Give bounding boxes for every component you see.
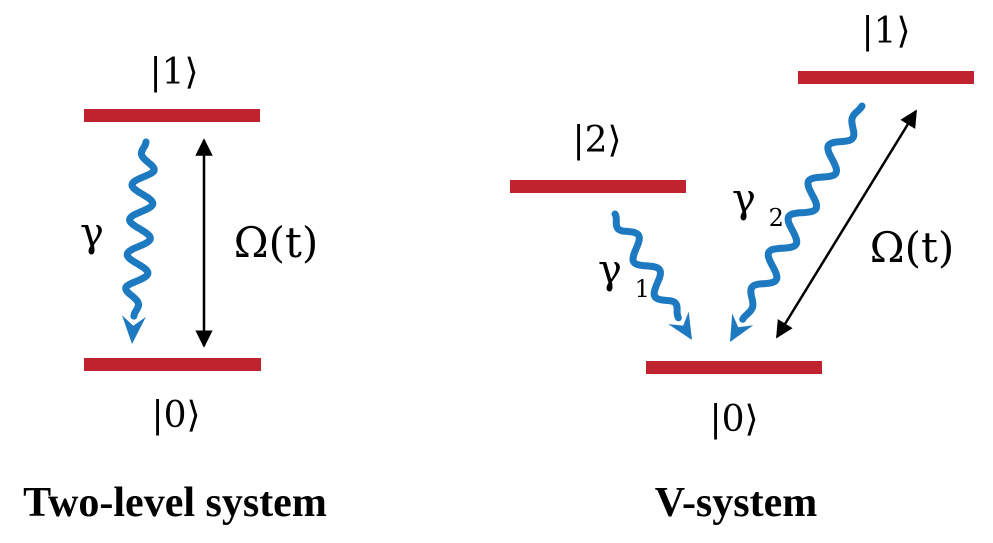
- level-1-bar: [798, 71, 974, 84]
- decay-1-wavy-arrow: [611, 210, 682, 322]
- decay-rate-1-symbol: γ: [598, 247, 622, 293]
- rabi-frequency-label: Ω(t): [234, 218, 318, 267]
- v-system: |1⟩ |2⟩ γ 1 γ 2 Ω(t) |0⟩ V-system: [510, 11, 974, 526]
- decay-2-arrowhead: [730, 313, 754, 342]
- ket-1-label: |1⟩: [861, 11, 910, 52]
- ket-0-label: |0⟩: [151, 395, 200, 436]
- decay-wavy-arrow: [122, 138, 158, 320]
- decay-rate-1-label: γ 1: [598, 247, 650, 303]
- rabi-frequency-label: Ω(t): [870, 223, 954, 272]
- rabi-drive-arrow: [775, 109, 918, 339]
- two-level-caption: Two-level system: [23, 480, 327, 526]
- decay-rate-2-subscript: 2: [769, 204, 784, 232]
- ground-level-bar: [84, 358, 261, 371]
- two-level-system: |1⟩ γ Ω(t) |0⟩ Two-level system: [23, 52, 327, 526]
- level-2-bar: [510, 180, 686, 193]
- decay-rate-2-symbol: γ: [732, 176, 756, 222]
- decay-1-arrowhead: [668, 311, 692, 340]
- ket-1-label: |1⟩: [149, 52, 198, 93]
- decay-rate-label: γ: [80, 210, 104, 256]
- level-0-bar: [646, 361, 822, 374]
- decay-rate-2-label: γ 2: [732, 176, 784, 232]
- excited-level-bar: [84, 109, 260, 122]
- ket-2-label: |2⟩: [572, 120, 621, 161]
- v-system-caption: V-system: [655, 480, 818, 526]
- decay-rate-1-subscript: 1: [635, 275, 650, 303]
- decay-arrowhead: [122, 315, 146, 344]
- ket-0-label: |0⟩: [709, 399, 758, 440]
